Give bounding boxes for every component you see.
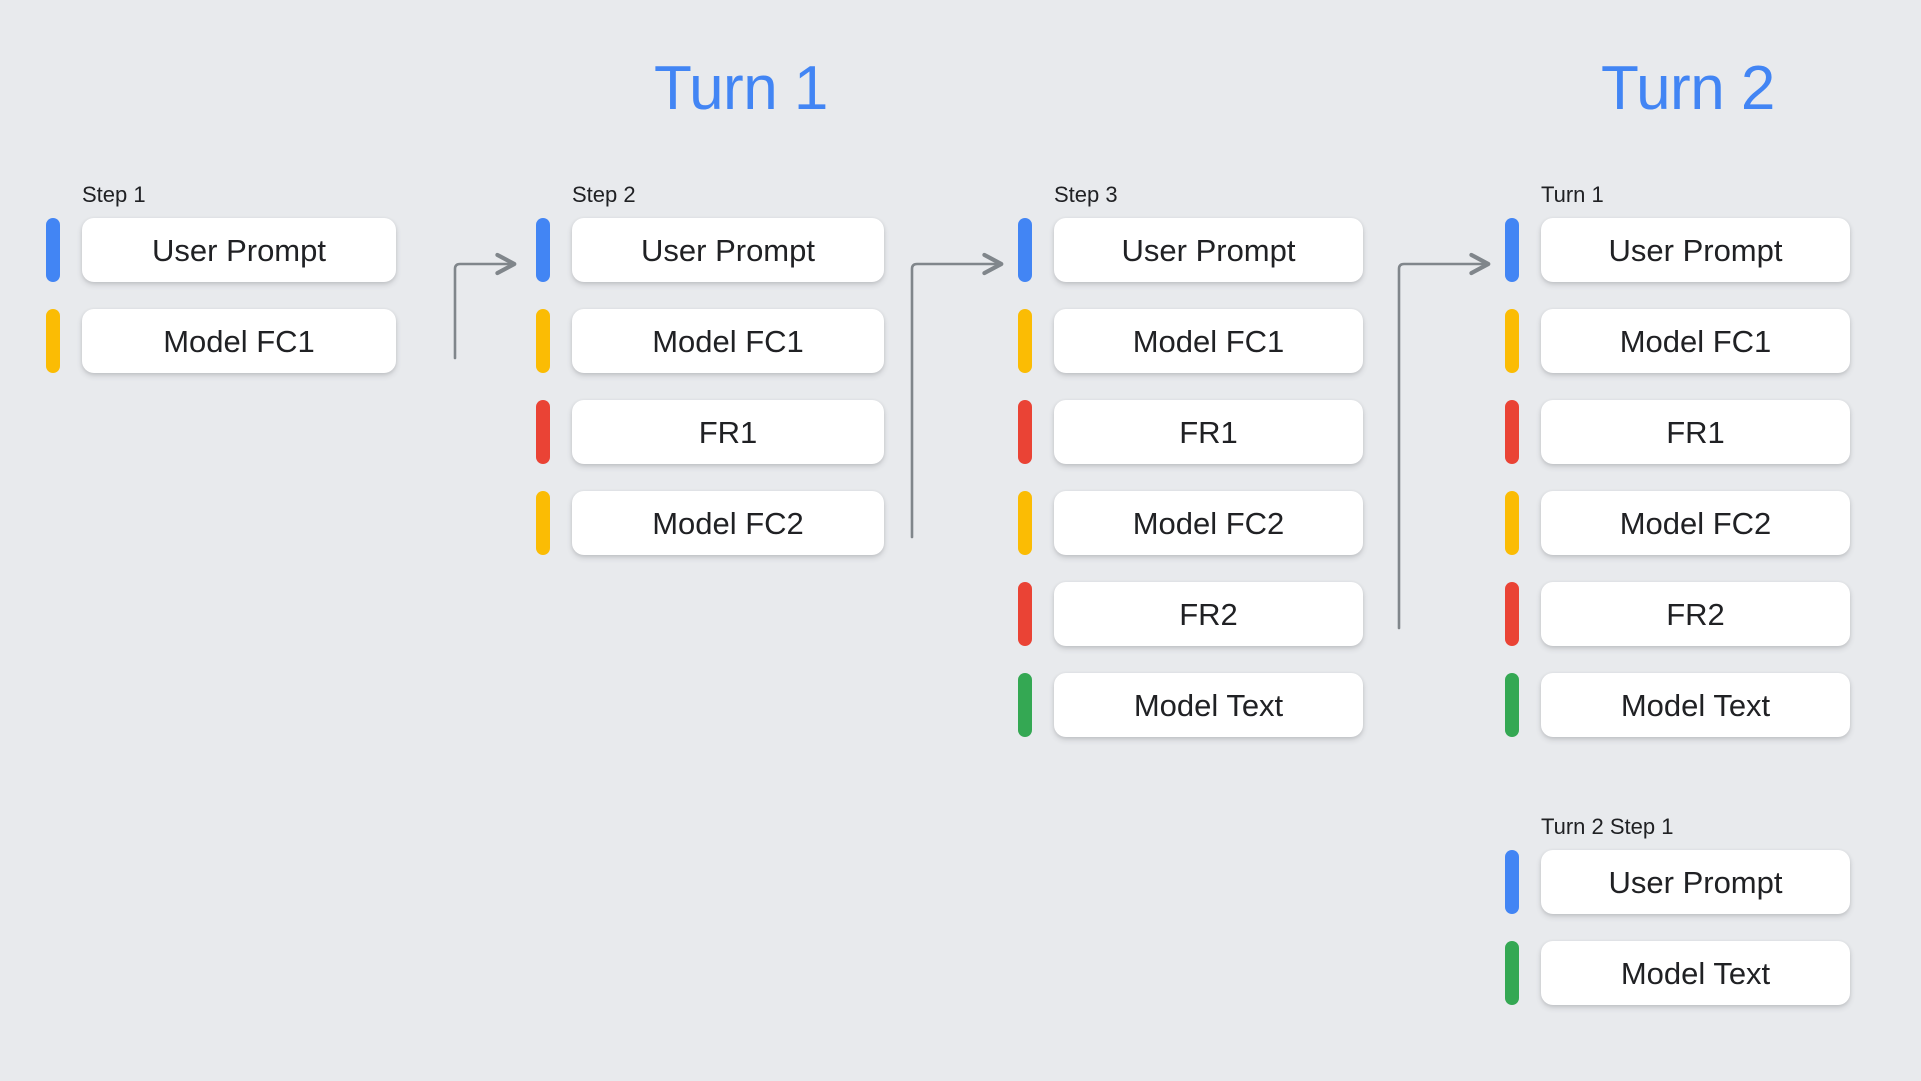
status-bar-user-prompt <box>1018 218 1032 282</box>
status-bar-model-text <box>1505 941 1519 1005</box>
card-model-fc2[interactable]: Model FC2 <box>1054 491 1363 555</box>
column-label-turn2-step1: Turn 2 Step 1 <box>1541 814 1674 839</box>
status-bar-function-response <box>1505 400 1519 464</box>
status-bar-user-prompt <box>536 218 550 282</box>
card-user-prompt[interactable]: User Prompt <box>82 218 396 282</box>
status-bar-model-fc <box>46 309 60 373</box>
status-bar-function-response <box>536 400 550 464</box>
status-bar-user-prompt <box>46 218 60 282</box>
status-bar-model-fc <box>536 491 550 555</box>
column-label-step-1: Step 1 <box>82 182 146 207</box>
column-label-step-3: Step 3 <box>1054 182 1118 207</box>
card-user-prompt[interactable]: User Prompt <box>1054 218 1363 282</box>
card-fr2[interactable]: FR2 <box>1054 582 1363 646</box>
list-item[interactable]: FR1 <box>536 400 884 464</box>
list-item[interactable]: Model Text <box>1018 673 1363 737</box>
card-user-prompt[interactable]: User Prompt <box>1541 218 1850 282</box>
column-step-3: Step 3 User Prompt Model FC1 FR1 Model F… <box>1018 184 1363 737</box>
list-item[interactable]: Model FC1 <box>1505 309 1850 373</box>
status-bar-user-prompt <box>1505 218 1519 282</box>
list-item[interactable]: FR2 <box>1505 582 1850 646</box>
status-bar-function-response <box>1018 582 1032 646</box>
card-fr1[interactable]: FR1 <box>1054 400 1363 464</box>
arrow-step2-to-step3 <box>910 252 1004 539</box>
status-bar-function-response <box>1018 400 1032 464</box>
column-step-1: Step 1 User Prompt Model FC1 <box>46 184 396 373</box>
list-item[interactable]: Model FC2 <box>1505 491 1850 555</box>
status-bar-model-fc <box>536 309 550 373</box>
list-item[interactable]: User Prompt <box>1018 218 1363 282</box>
turn-2-heading: Turn 2 <box>1601 54 1775 123</box>
list-item[interactable]: Model FC1 <box>46 309 396 373</box>
card-model-fc1[interactable]: Model FC1 <box>572 309 884 373</box>
card-model-fc2[interactable]: Model FC2 <box>572 491 884 555</box>
list-item[interactable]: Model FC1 <box>536 309 884 373</box>
status-bar-function-response <box>1505 582 1519 646</box>
card-user-prompt[interactable]: User Prompt <box>1541 850 1850 914</box>
list-item[interactable]: Model Text <box>1505 673 1850 737</box>
card-model-text[interactable]: Model Text <box>1054 673 1363 737</box>
list-item[interactable]: FR2 <box>1018 582 1363 646</box>
column-label-turn2-turn1: Turn 1 <box>1541 182 1604 207</box>
list-item[interactable]: Model FC2 <box>536 491 884 555</box>
status-bar-model-text <box>1018 673 1032 737</box>
arrow-step1-to-step2 <box>453 252 517 360</box>
list-item[interactable]: User Prompt <box>1505 218 1850 282</box>
column-label-step-2: Step 2 <box>572 182 636 207</box>
card-fr1[interactable]: FR1 <box>572 400 884 464</box>
list-item[interactable]: Model FC2 <box>1018 491 1363 555</box>
column-step-2: Step 2 User Prompt Model FC1 FR1 Model F… <box>536 184 884 555</box>
list-item[interactable]: Model Text <box>1505 941 1850 1005</box>
list-item[interactable]: Model FC1 <box>1018 309 1363 373</box>
status-bar-model-fc <box>1018 309 1032 373</box>
status-bar-model-fc <box>1018 491 1032 555</box>
card-fr1[interactable]: FR1 <box>1541 400 1850 464</box>
card-model-fc1[interactable]: Model FC1 <box>82 309 396 373</box>
list-item[interactable]: User Prompt <box>46 218 396 282</box>
status-bar-model-fc <box>1505 491 1519 555</box>
card-model-text[interactable]: Model Text <box>1541 941 1850 1005</box>
status-bar-model-fc <box>1505 309 1519 373</box>
card-model-fc2[interactable]: Model FC2 <box>1541 491 1850 555</box>
card-model-fc1[interactable]: Model FC1 <box>1054 309 1363 373</box>
list-item[interactable]: User Prompt <box>536 218 884 282</box>
status-bar-user-prompt <box>1505 850 1519 914</box>
list-item[interactable]: FR1 <box>1018 400 1363 464</box>
arrow-step3-to-turn2 <box>1397 252 1491 630</box>
card-model-fc1[interactable]: Model FC1 <box>1541 309 1850 373</box>
turn-1-heading: Turn 1 <box>654 54 828 123</box>
list-item[interactable]: User Prompt <box>1505 850 1850 914</box>
card-user-prompt[interactable]: User Prompt <box>572 218 884 282</box>
status-bar-model-text <box>1505 673 1519 737</box>
list-item[interactable]: FR1 <box>1505 400 1850 464</box>
card-model-text[interactable]: Model Text <box>1541 673 1850 737</box>
column-turn2-step1: Turn 2 Step 1 User Prompt Model Text <box>1505 816 1850 1005</box>
column-turn2-turn1: Turn 1 User Prompt Model FC1 FR1 Model F… <box>1505 184 1850 737</box>
card-fr2[interactable]: FR2 <box>1541 582 1850 646</box>
